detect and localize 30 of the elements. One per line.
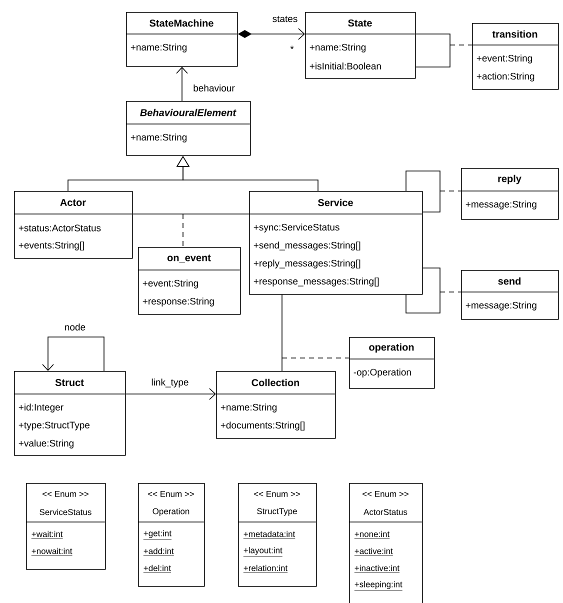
class-box: BehaviouralElement +name:String bbox=[126, 101, 251, 156]
class-box: StateMachine +name:String bbox=[126, 12, 238, 67]
multiplicity-label: * bbox=[290, 46, 294, 50]
association-line bbox=[406, 170, 440, 212]
edge-label: behaviour bbox=[192, 84, 236, 92]
edge-label: states bbox=[271, 14, 299, 24]
arrow bbox=[176, 66, 188, 102]
class-box: on_event +event:String +response:String bbox=[138, 247, 241, 315]
enum-box: << Enum >> StructType +metadata:int +layout:int +relation:int bbox=[238, 483, 317, 587]
class-box: Actor +status:ActorStatus +events:String[] bbox=[14, 191, 133, 259]
class-box: transition +event:String +action:String bbox=[472, 23, 559, 90]
class-box: State +name:String +isInitial:Boolean bbox=[304, 12, 416, 79]
edge-label: node bbox=[63, 322, 87, 332]
class-box: Service +sync:ServiceStatus +send_messages:String[] +reply_messages:String[] +response_messages:String[] bbox=[248, 191, 423, 295]
dashed-line bbox=[440, 190, 462, 192]
enum-box: << Enum >> ServiceStatus +wait:int +nowait:int bbox=[26, 483, 106, 570]
class-box: operation -op:Operation bbox=[348, 337, 435, 389]
edge-label: link_type bbox=[150, 378, 190, 388]
association-line bbox=[415, 34, 450, 68]
class-box: Collection +name:String +documents:String[] bbox=[216, 371, 336, 439]
arrow bbox=[125, 388, 216, 400]
enum-box: << Enum >> Operation +get:int +add:int +del:int bbox=[138, 483, 205, 587]
association-line bbox=[406, 268, 440, 314]
arrow bbox=[42, 336, 104, 372]
dashed-line bbox=[450, 44, 472, 46]
class-box: Struct +id:Integer +type:StructType +value:String bbox=[14, 371, 126, 456]
class-box: send +message:String bbox=[460, 270, 559, 320]
class-box: reply +message:String bbox=[460, 168, 559, 220]
dashed-line bbox=[182, 214, 184, 248]
enum-box: << Enum >> ActorStatus +none:int +active:int +inactive:int +sleeping:int bbox=[348, 483, 423, 603]
